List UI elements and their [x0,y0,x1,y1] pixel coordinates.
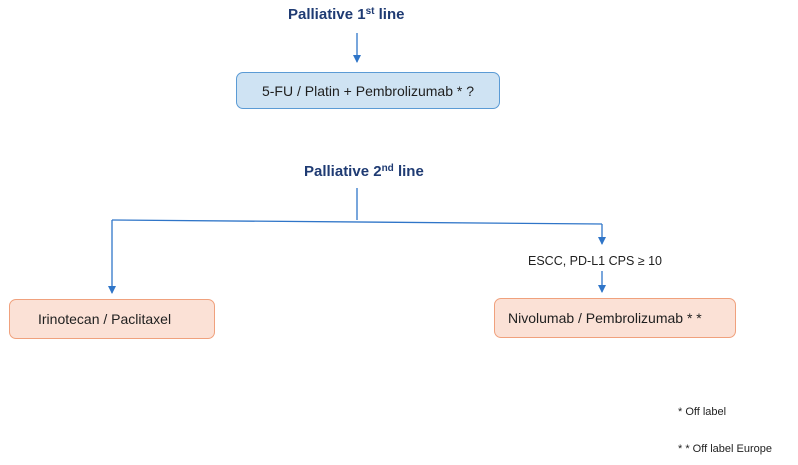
first-line-heading: Palliative 1st line [288,6,404,23]
first-line-regimen-box: 5-FU / Platin + Pembrolizumab * ? [236,72,500,109]
first-line-regimen-label: 5-FU / Platin + Pembrolizumab * ? [261,82,475,99]
second-line-heading: Palliative 2nd line [304,163,424,180]
connector-branch-horizontal [111,219,603,225]
nivolumab-pembrolizumab-label: Nivolumab / Pembrolizumab * * [508,310,702,326]
first-line-heading-sup: st [365,6,375,17]
footnote-off-label-europe-text: * * Off label Europe [678,443,772,455]
first-line-heading-suffix: line [374,6,405,23]
escc-condition-text: ESCC, PD-L1 CPS ≥ 10 [528,254,662,268]
irinotecan-paclitaxel-box: Irinotecan / Paclitaxel [9,299,215,339]
footnote-off-label-text: * Off label [678,406,727,418]
nivolumab-pembrolizumab-box: Nivolumab / Pembrolizumab * * [494,298,736,338]
irinotecan-paclitaxel-label: Irinotecan / Paclitaxel [38,311,172,327]
footnote-off-label-europe: * * Off label Europe [678,443,772,455]
first-line-heading-text: Palliative 1 [288,6,366,23]
second-line-heading-sup: nd [381,163,394,174]
escc-condition-label: ESCC, PD-L1 CPS ≥ 10 [528,254,662,268]
second-line-heading-text: Palliative 2 [304,163,382,180]
second-line-heading-suffix: line [393,163,424,180]
footnote-off-label: * Off label [678,406,726,418]
